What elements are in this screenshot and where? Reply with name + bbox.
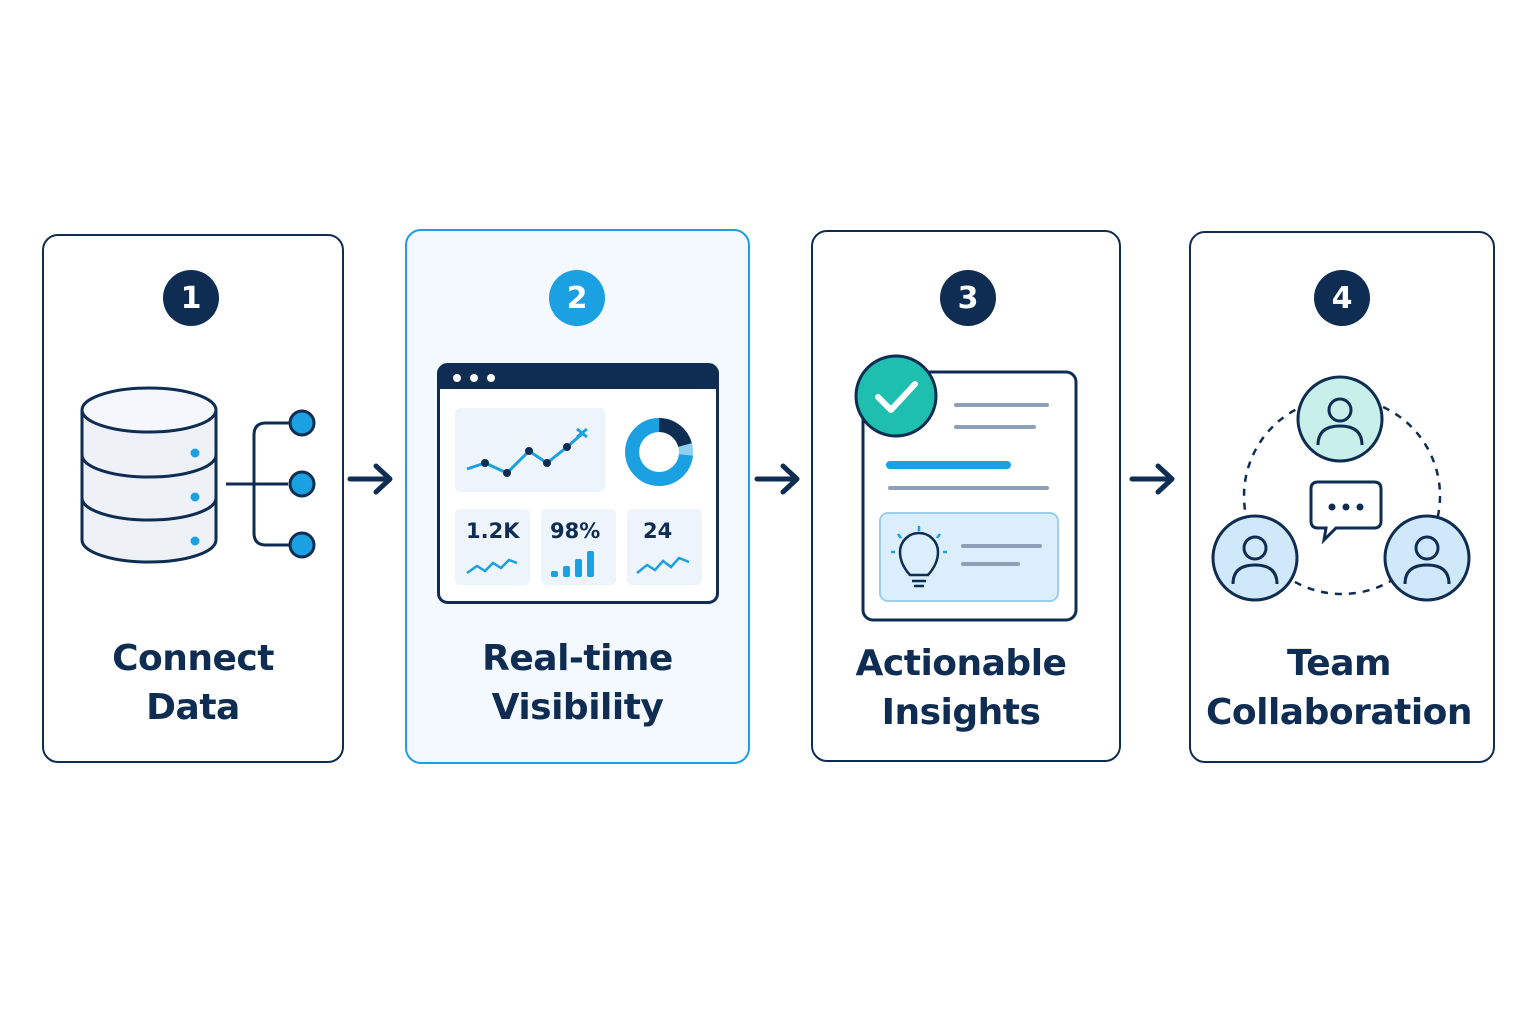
- team-collaboration-icon: [1211, 375, 1471, 602]
- step-label-line-1: Team: [1287, 643, 1392, 684]
- dashboard-icon: [437, 363, 719, 604]
- step-label-line-2: Insights: [881, 692, 1041, 733]
- database-icon: [80, 386, 316, 564]
- step-label-line-1: Real-time: [482, 638, 673, 679]
- step-label-line-2: Data: [146, 687, 240, 728]
- step-label-actionable-insights: Actionable Insights: [811, 639, 1111, 737]
- insight-document-icon: [854, 354, 1078, 622]
- step-number-badge-4: 4: [1314, 270, 1370, 326]
- step-label-real-time-visibility: Real-time Visibility: [405, 634, 750, 732]
- arrow-right-icon: [347, 463, 393, 495]
- arrow-right-icon: [1129, 463, 1175, 495]
- step-label-team-collaboration: Team Collaboration: [1189, 639, 1489, 737]
- arrow-right-icon: [754, 463, 800, 495]
- metric-value-1: 1.2K: [466, 519, 520, 543]
- step-label-line-1: Actionable: [855, 643, 1067, 684]
- step-number-badge-1: 1: [163, 270, 219, 326]
- metric-value-2: 98%: [550, 519, 601, 543]
- step-number-badge-3: 3: [940, 270, 996, 326]
- step-number-badge-2: 2: [549, 270, 605, 326]
- step-label-connect-data: Connect Data: [42, 634, 344, 732]
- step-label-line-2: Visibility: [491, 687, 664, 728]
- step-label-line-1: Connect: [112, 638, 274, 679]
- step-label-line-2: Collaboration: [1205, 692, 1473, 733]
- metric-value-3: 24: [643, 519, 673, 543]
